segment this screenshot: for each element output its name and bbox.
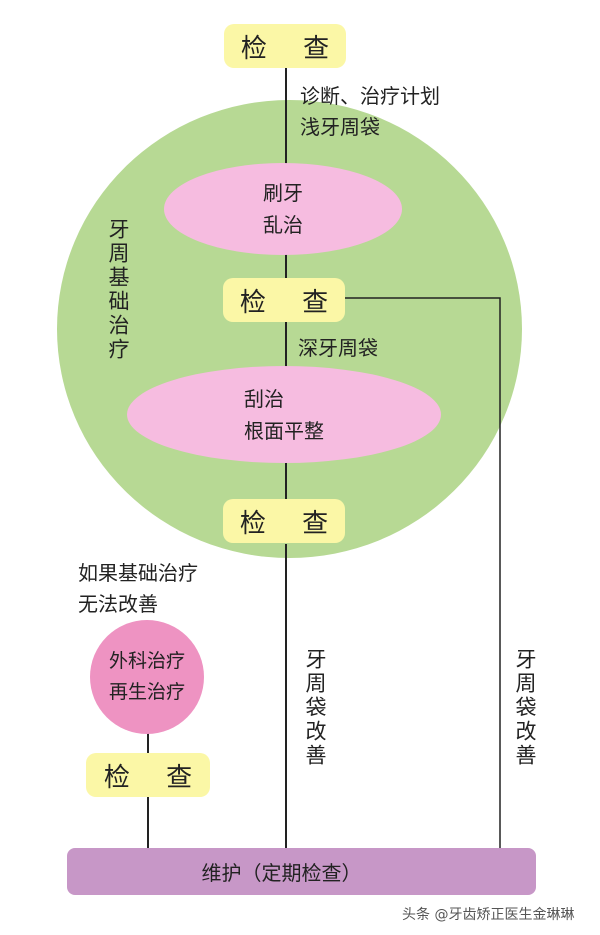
watermark: 头条 @牙齿矫正医生金琳琳	[402, 907, 575, 923]
check-box-top: 检 查	[224, 24, 346, 68]
ellipse1-line-1: 刷牙	[263, 181, 303, 205]
diagnosis-label: 诊断、治疗计划 浅牙周袋	[300, 81, 440, 143]
diagnosis-line-1: 诊断、治疗计划	[300, 84, 440, 108]
pocket-improvement-center-label: 牙周袋改善	[303, 648, 327, 768]
scaling-root-planing-ellipse: 刮治 根面平整	[127, 366, 441, 463]
check-label: 检 查	[239, 287, 343, 318]
check-box-left: 检 查	[86, 753, 210, 797]
surgery-line-2: 再生治疗	[108, 681, 185, 703]
basic-treatment-label: 牙周基础治疗	[106, 218, 130, 362]
check-box-lower: 检 查	[223, 499, 345, 543]
maintenance-label: 维护（定期检查）	[201, 861, 362, 885]
ellipse2-line-2: 根面平整	[244, 418, 324, 443]
surgery-line-1: 外科治疗	[108, 650, 185, 672]
check-label: 检 查	[103, 762, 207, 793]
ellipse1-line-2: 乱治	[263, 213, 303, 237]
check-box-middle: 检 查	[223, 278, 345, 322]
check-label: 检 查	[239, 508, 343, 539]
no-improvement-label: 如果基础治疗 无法改善	[78, 558, 198, 620]
diagnosis-line-2: 浅牙周袋	[300, 115, 380, 139]
pocket-improvement-right-label: 牙周袋改善	[513, 648, 537, 768]
ellipse2-line-1: 刮治	[244, 386, 284, 411]
brushing-scaling-ellipse: 刷牙 乱治	[164, 163, 402, 255]
maintenance-bar: 维护（定期检查）	[67, 848, 536, 895]
surgery-regeneration-circle: 外科治疗 再生治疗	[90, 620, 204, 734]
no-improve-line-1: 如果基础治疗	[78, 561, 198, 585]
deep-pocket-label: 深牙周袋	[298, 336, 378, 360]
check-label: 检 查	[240, 33, 344, 64]
no-improve-line-2: 无法改善	[78, 592, 158, 616]
